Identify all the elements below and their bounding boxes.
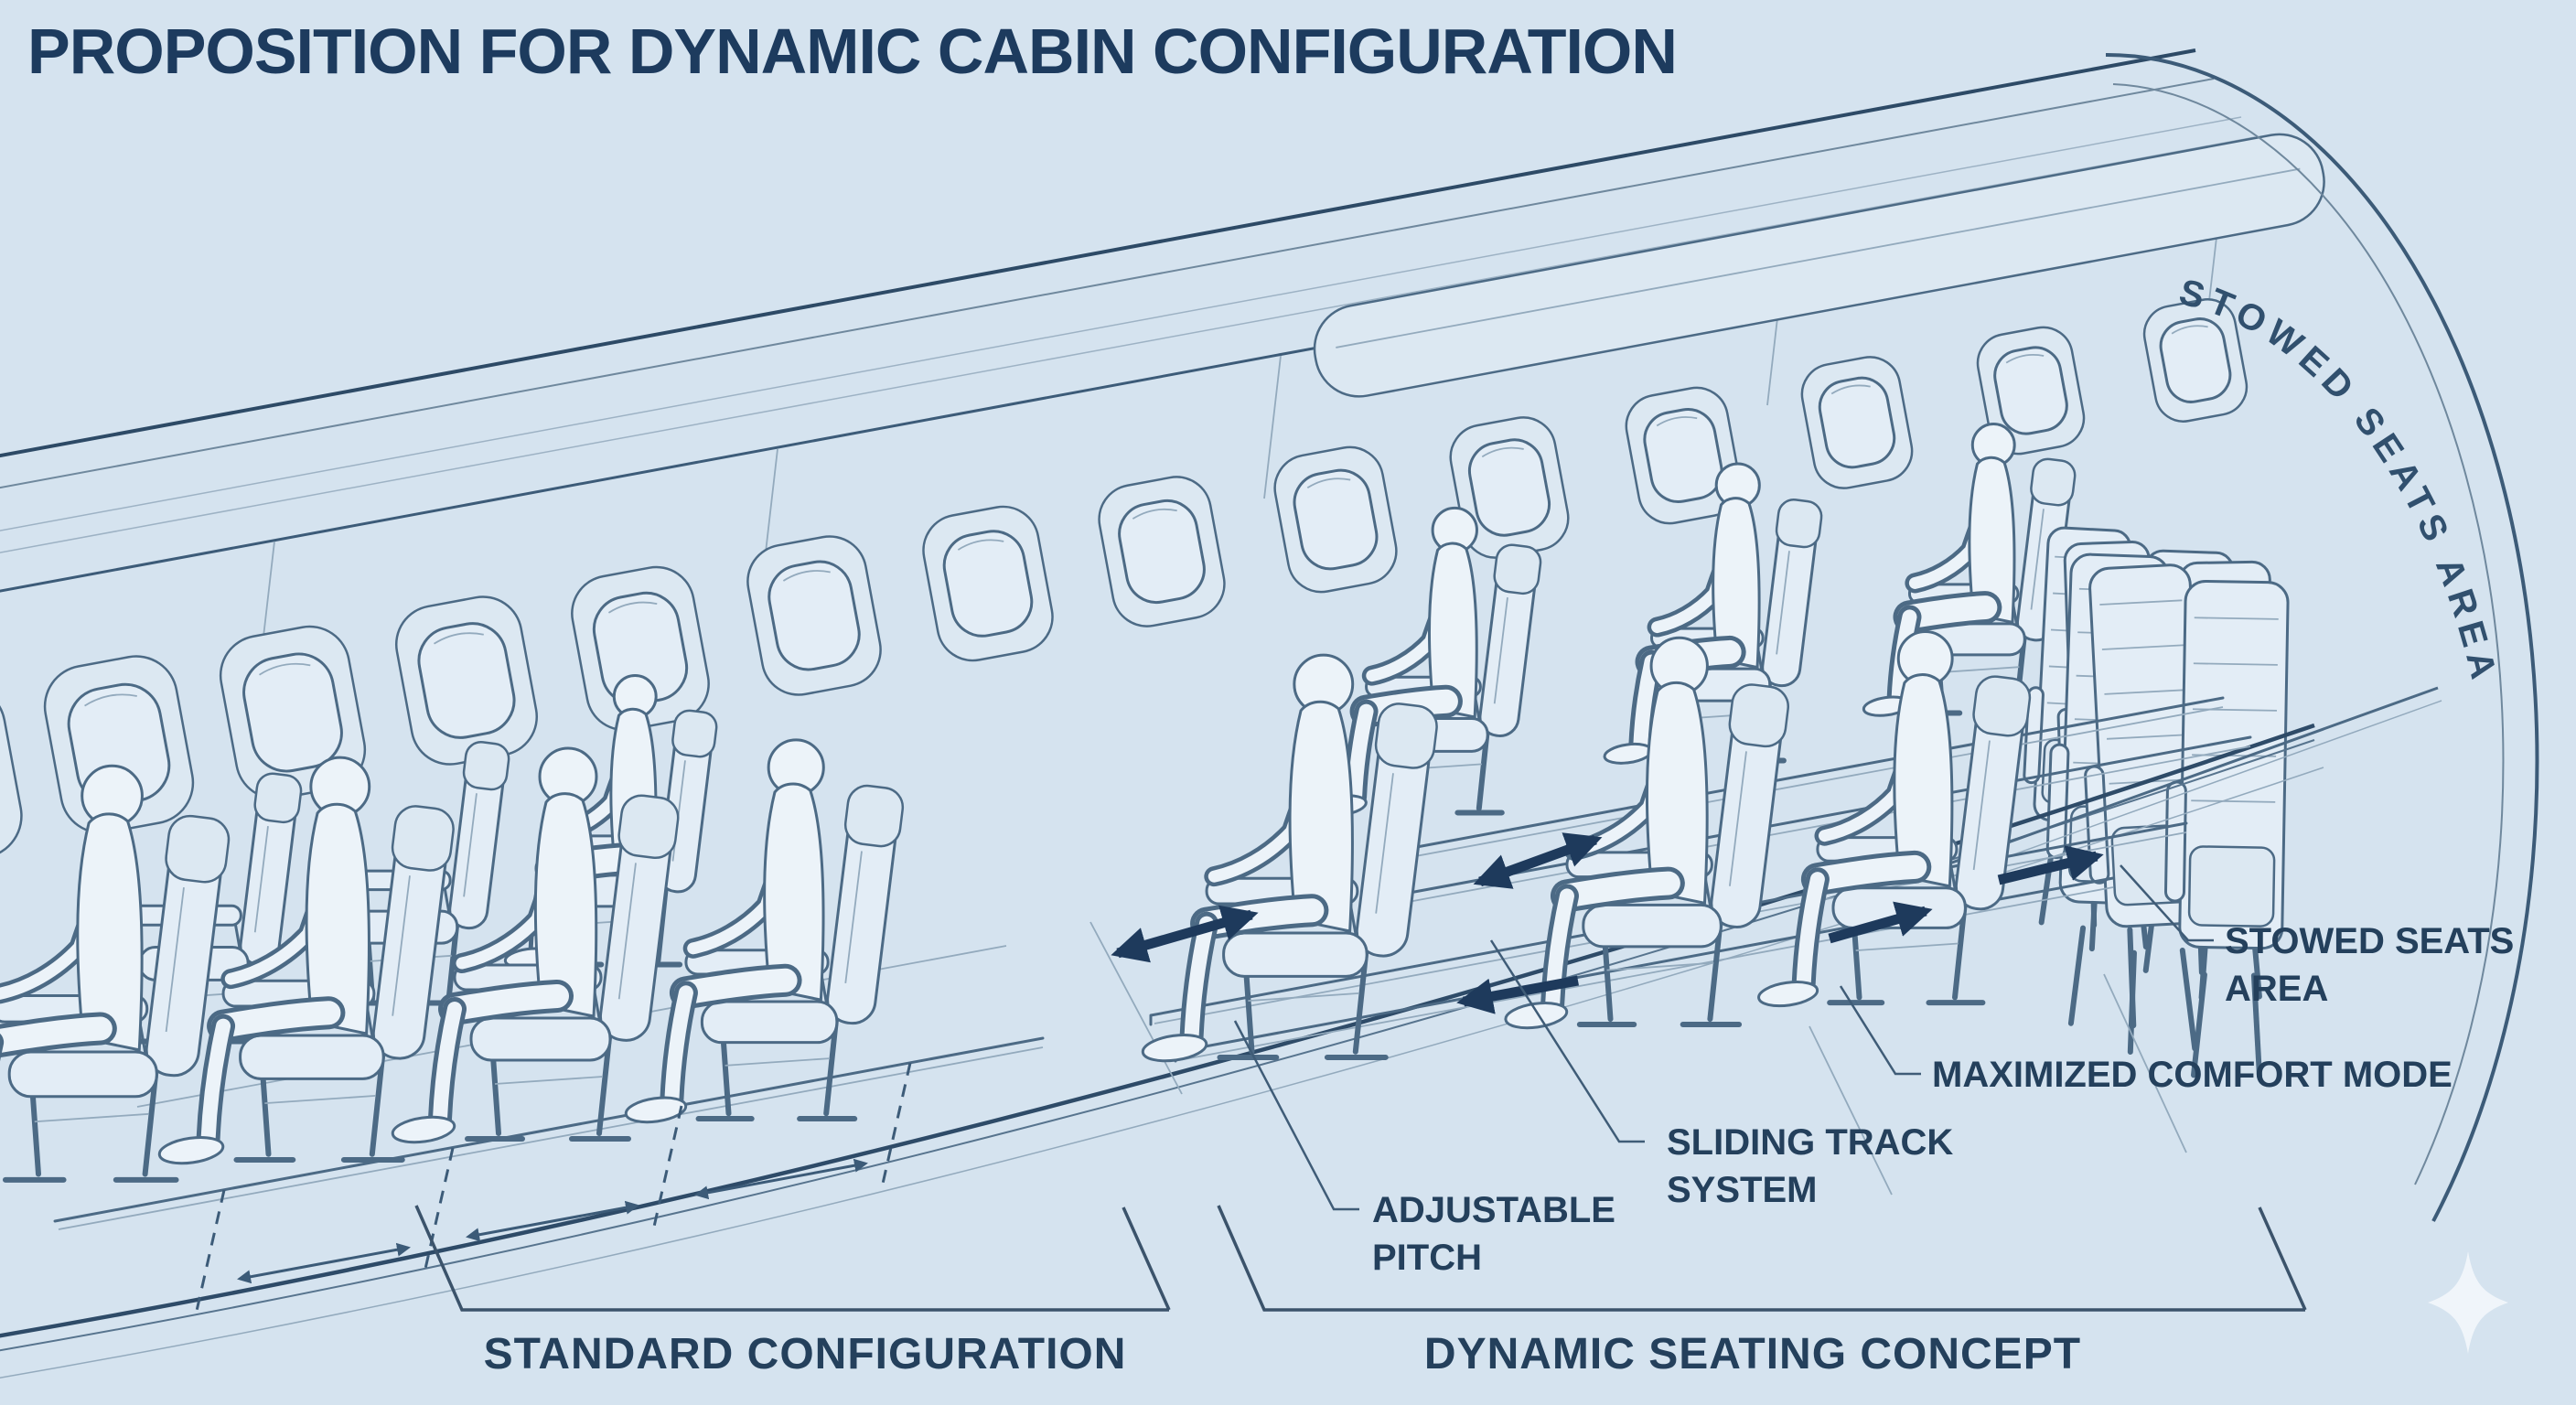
- stowed-seats-label-line2: AREA: [2225, 969, 2328, 1009]
- sparkle-icon: [2428, 1251, 2508, 1354]
- right-arrow-icon: [1997, 845, 2104, 885]
- dynamic-section-label: DYNAMIC SEATING CONCEPT: [1424, 1330, 2081, 1378]
- overhead-bin: [1313, 133, 2325, 398]
- double-arrow-icon: [1473, 832, 1603, 889]
- dynamic-section-bracket: [1217, 1205, 2307, 1312]
- maximized-comfort-label: MAXIMIZED COMFORT MODE: [1932, 1055, 2453, 1095]
- sliding-track-label-line1: SLIDING TRACK: [1667, 1122, 1953, 1163]
- double-arrow-icon: [1111, 905, 1259, 963]
- leader-lines: [1233, 864, 2214, 1211]
- section-brackets: STANDARD CONFIGURATION DYNAMIC SEATING C…: [414, 1205, 2307, 1378]
- stowed-seats-label-line1: STOWED SEATS: [2225, 921, 2514, 961]
- adjustable-pitch-label-line1: ADJUSTABLE: [1372, 1190, 1615, 1230]
- pitch-dimensions: [195, 1062, 912, 1312]
- slide-arrows: [1111, 832, 2104, 1014]
- sliding-track-label-line2: SYSTEM: [1667, 1170, 1817, 1210]
- standard-section-bracket: [414, 1205, 1171, 1312]
- right-arrow-icon: [1828, 901, 1933, 944]
- left-arrow-icon: [1456, 975, 1579, 1014]
- annotation-labels: STOWED SEATS AREA MAXIMIZED COMFORT MODE…: [1372, 921, 2514, 1278]
- page-title: PROPOSITION FOR DYNAMIC CABIN CONFIGURAT…: [27, 16, 1677, 87]
- standard-section-label: STANDARD CONFIGURATION: [484, 1330, 1127, 1378]
- adjustable-pitch-label-line2: PITCH: [1372, 1238, 1482, 1278]
- fuselage-cut-arc: [2105, 52, 2539, 1222]
